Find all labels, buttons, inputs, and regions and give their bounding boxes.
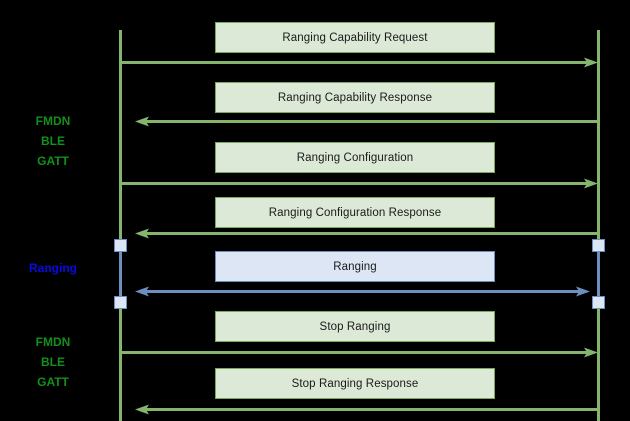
right-activation-end-box — [592, 296, 605, 309]
phase-label-fmdn-bottom: FMDN BLE GATT — [35, 335, 71, 389]
arrow-ranging-capability-request — [120, 57, 598, 68]
message-box-ranging-configuration: Ranging Configuration — [215, 142, 495, 173]
arrow-ranging-capability-response — [135, 116, 598, 127]
right-lifeline — [597, 30, 600, 421]
message-box-stop-ranging-response: Stop Ranging Response — [215, 368, 495, 399]
phase-label-ranging: Ranging — [29, 261, 77, 275]
arrow-ranging-bidirectional — [135, 286, 590, 297]
message-box-ranging-capability-request: Ranging Capability Request — [215, 22, 495, 53]
left-activation-bar — [119, 246, 122, 302]
arrow-stop-ranging-response — [135, 404, 598, 415]
arrow-stop-ranging — [120, 347, 598, 358]
arrow-ranging-configuration — [120, 178, 598, 189]
right-activation-bar — [597, 246, 600, 302]
left-activation-end-box — [114, 296, 127, 309]
message-box-ranging-capability-response: Ranging Capability Response — [215, 82, 495, 113]
left-lifeline — [119, 30, 122, 421]
message-box-ranging: Ranging — [215, 251, 495, 282]
message-box-ranging-configuration-response: Ranging Configuration Response — [215, 197, 495, 228]
arrow-ranging-configuration-response — [135, 228, 598, 239]
phase-label-fmdn-top: FMDN BLE GATT — [35, 114, 71, 168]
right-activation-start-box — [592, 239, 605, 252]
message-box-stop-ranging: Stop Ranging — [215, 311, 495, 342]
left-activation-start-box — [114, 239, 127, 252]
